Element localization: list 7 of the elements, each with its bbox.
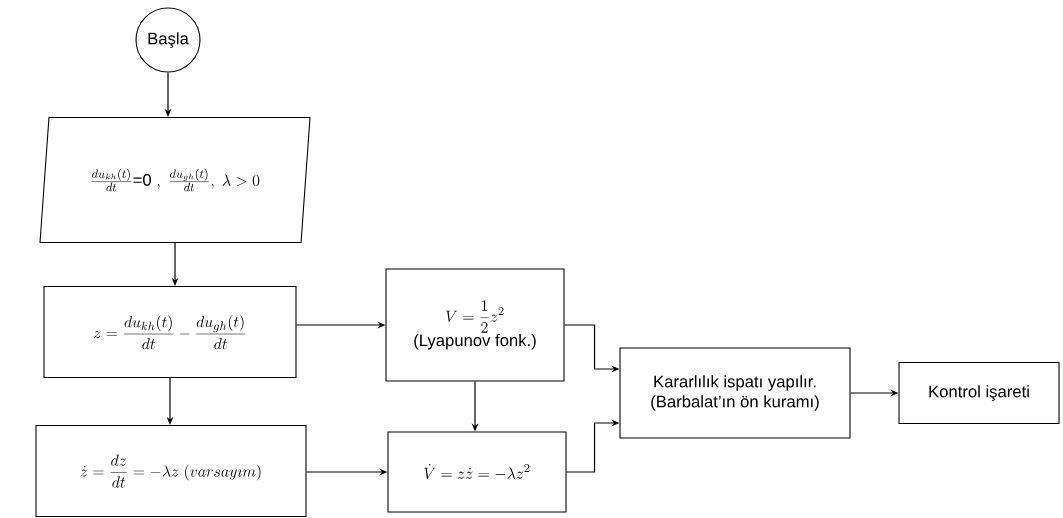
process-box: Kararlılık ispatı yapılır. (Barbalat’ın ön kuramı)	[619, 347, 851, 439]
process-box: $\dot{V}=z\dot{z}=-\lambda z^{2}$	[387, 431, 567, 513]
output-box: Kontrol işareti	[898, 361, 1060, 425]
process-box: $V=\frac{1}{2}z^{2}$ (Lyapunov fonk.)	[385, 268, 565, 382]
process-box: $z=\frac{du_{kh}(t)}{dt}-\frac{du_{gh}(t)}{dt}$	[43, 285, 297, 379]
process-box: $\dot{z}=\frac{dz}{dt}=-\lambda z\ (varsay\imath m)$	[35, 424, 307, 518]
input-parallelogram: $\frac{du_{kh}(t)}{dt}\textrm{=0 },\ \frac{du_{gh}(t)}{dt},\ \lambda > 0$	[39, 116, 311, 244]
